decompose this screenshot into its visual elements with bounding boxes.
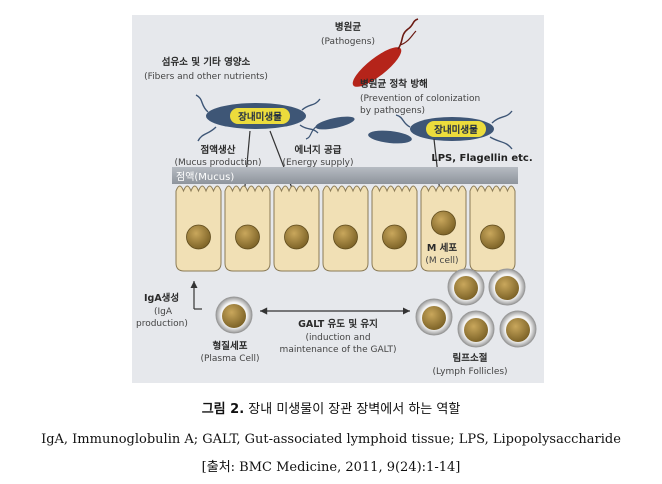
figure-number: 그림 2. (202, 402, 244, 417)
lymph-follicle (458, 311, 494, 347)
cell-nucleus (334, 225, 358, 249)
epithelial-cell (176, 186, 221, 271)
plasma-cell-label-ko: 형질세포 (213, 340, 248, 352)
cell-nucleus (432, 211, 456, 235)
plasma-cell (216, 297, 252, 333)
cell-nucleus (383, 225, 407, 249)
mucus-production-label-ko: 점액생산 (201, 144, 236, 156)
small-bacterium-1 (306, 114, 356, 139)
epithelial-cell (470, 186, 515, 271)
m-cell-label-en: (M cell) (425, 256, 458, 266)
epithelial-cell (372, 186, 417, 271)
mucus-layer-label: 점액(Mucus) (176, 171, 234, 183)
lymph-follicle (416, 299, 452, 335)
lymph-follicles-label-en: (Lymph Follicles) (432, 367, 507, 377)
epithelial-cell (274, 186, 319, 271)
microbiota-pill-right: 장내미생물 (434, 124, 478, 136)
energy-supply-label-ko: 에너지 공급 (294, 144, 341, 156)
cell-nucleus (481, 225, 505, 249)
lymph-follicles-label-ko: 림프소절 (453, 352, 488, 364)
figure-caption: 그림 2. 장내 미생물이 장관 장벽에서 하는 역할 (0, 398, 662, 417)
prevention-label-ko: 병원균 정착 방해 (360, 78, 428, 90)
lymph-follicle (500, 311, 536, 347)
microbiota-pill-left: 장내미생물 (238, 111, 282, 123)
mucus-production-label-en: (Mucus production) (174, 158, 261, 168)
figure-caption-text: 장내 미생물이 장관 장벽에서 하는 역할 (244, 402, 460, 417)
epithelial-cell (323, 186, 368, 271)
lymph-follicle (448, 269, 484, 305)
lps-flagellin-label: LPS, Flagellin etc. (431, 153, 532, 164)
small-bacterium-2 (367, 129, 412, 146)
plasma-cell-label-en: (Plasma Cell) (200, 354, 259, 364)
epithelial-cell (225, 186, 270, 271)
cell-nucleus (285, 225, 309, 249)
gut-barrier-diagram: 병원균 (Pathogens) 섬유소 및 기타 영양소 (Fibers and… (132, 15, 544, 383)
abbreviations-line: IgA, Immunoglobulin A; GALT, Gut-associa… (0, 432, 662, 447)
m-cell-label-ko: M 세포 (427, 242, 458, 254)
microbiota-cluster-left: 장내미생물 (196, 95, 320, 141)
epithelial-layer (176, 186, 515, 271)
microbiota-cluster-right: 장내미생물 (396, 111, 512, 149)
lymph-follicles (416, 269, 536, 347)
galt-label-en1: (induction and (305, 333, 370, 343)
lymph-follicle (489, 269, 525, 305)
diagram-canvas: 병원균 (Pathogens) 섬유소 및 기타 영양소 (Fibers and… (132, 15, 544, 383)
fibers-label-ko: 섬유소 및 기타 영양소 (162, 56, 251, 68)
iga-production-label-en1: (IgA (154, 307, 173, 317)
cell-nucleus (187, 225, 211, 249)
pathogens-label-en: (Pathogens) (321, 37, 375, 47)
fibers-label-en: (Fibers and other nutrients) (144, 72, 268, 82)
iga-production-label-en2: production) (136, 319, 188, 329)
prevention-label-en2: by pathogens) (360, 106, 425, 116)
galt-label-en2: maintenance of the GALT) (280, 345, 397, 355)
cell-nucleus (236, 225, 260, 249)
energy-supply-label-en: (Energy supply) (282, 158, 353, 168)
galt-label-ko: GALT 유도 및 유지 (298, 318, 378, 330)
iga-production-label-ko: IgA생성 (144, 292, 179, 304)
prevention-label-en1: (Prevention of colonization (360, 94, 480, 104)
pathogens-label-ko: 병원균 (335, 21, 361, 33)
source-citation: [출처: BMC Medicine, 2011, 9(24):1-14] (0, 456, 662, 475)
